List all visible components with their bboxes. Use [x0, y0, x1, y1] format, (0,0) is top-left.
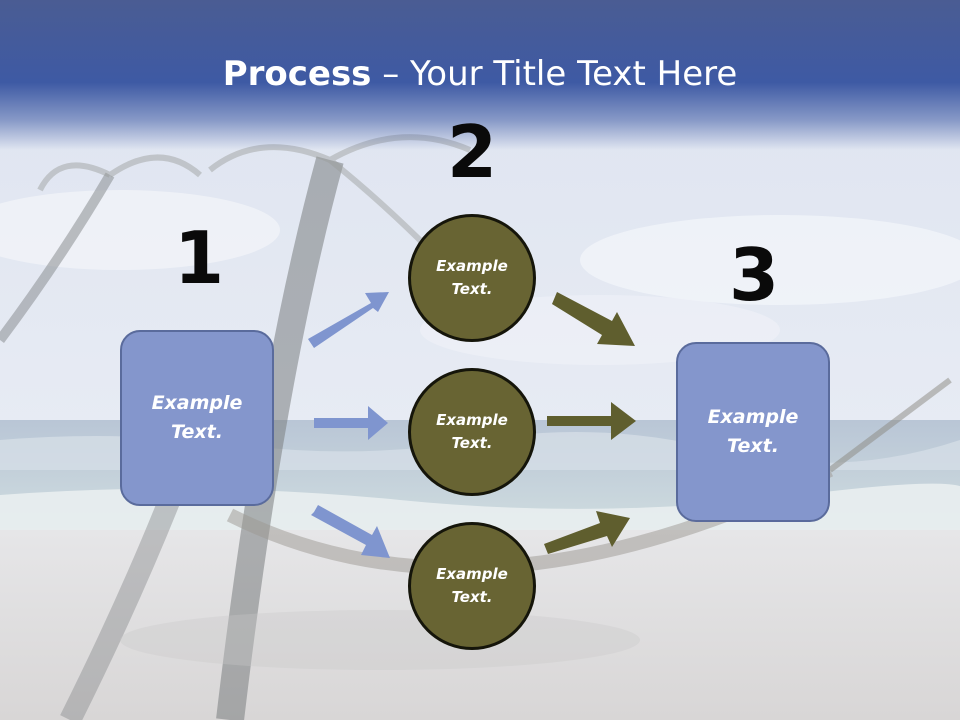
circle-2-text-line1: Example [436, 411, 508, 429]
arrow-from-circle-1 [552, 292, 635, 346]
title-band [0, 0, 960, 150]
slide-title: Process – Your Title Text Here [0, 52, 960, 96]
step-number-2: 2 [446, 110, 498, 194]
title-rest: – Your Title Text Here [371, 54, 738, 94]
arrow-from-circle-2 [547, 402, 636, 440]
step-number-1: 1 [173, 216, 225, 300]
arrow-to-circle-1 [308, 292, 389, 348]
step-number-3: 3 [728, 233, 780, 317]
title-bold: Process [222, 54, 372, 94]
step-3-text-line2: Text. [727, 435, 779, 457]
step-2-circle-bottom: Example Text. [408, 522, 536, 650]
step-3-text-line1: Example [707, 406, 799, 428]
arrow-from-circle-3 [544, 511, 630, 554]
circle-3-text-line1: Example [436, 565, 508, 583]
step-1-text-line2: Text. [171, 421, 223, 443]
step-2-circle-middle: Example Text. [408, 368, 536, 496]
step-2-circle-top: Example Text. [408, 214, 536, 342]
arrow-to-circle-3 [311, 505, 390, 558]
step-1-box: Example Text. [120, 330, 274, 506]
step-1-text-line1: Example [151, 392, 243, 414]
step-3-box: Example Text. [676, 342, 830, 522]
circle-1-text-line1: Example [436, 257, 508, 275]
circle-3-text-line2: Text. [451, 588, 493, 606]
circle-1-text-line2: Text. [451, 280, 493, 298]
circle-2-text-line2: Text. [451, 434, 493, 452]
arrow-to-circle-2 [314, 406, 388, 440]
